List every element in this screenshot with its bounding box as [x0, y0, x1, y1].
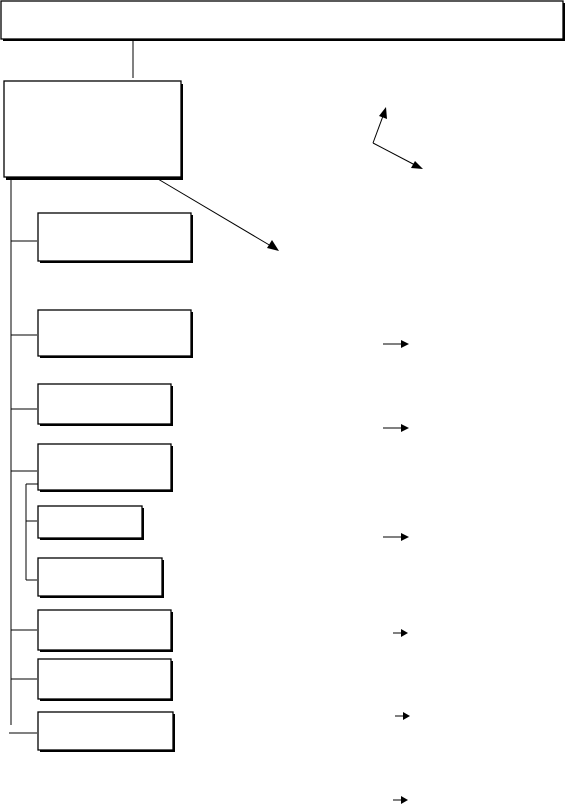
main-box: [3, 80, 183, 180]
right-arrow-3: [383, 533, 409, 541]
child-box-1: [37, 212, 193, 263]
child-box-6: [37, 658, 173, 701]
child-box-7: [37, 711, 175, 752]
top-box: [0, 0, 565, 41]
child-box-4: [37, 443, 173, 492]
sub-box-1: [37, 505, 144, 540]
sub-box-2: [37, 557, 164, 598]
right-arrow-2: [383, 424, 409, 432]
right-arrow-4: [393, 629, 408, 637]
right-arrow-5: [395, 712, 410, 720]
right-arrow-6: [393, 796, 408, 804]
child-box-3: [37, 383, 173, 426]
split-arrow-down: [372, 142, 423, 169]
diagonal-arrow: [157, 178, 279, 251]
child-box-5: [37, 609, 173, 652]
split-arrow-up: [372, 107, 387, 144]
right-arrow-1: [383, 340, 409, 348]
child-box-2: [37, 309, 193, 358]
